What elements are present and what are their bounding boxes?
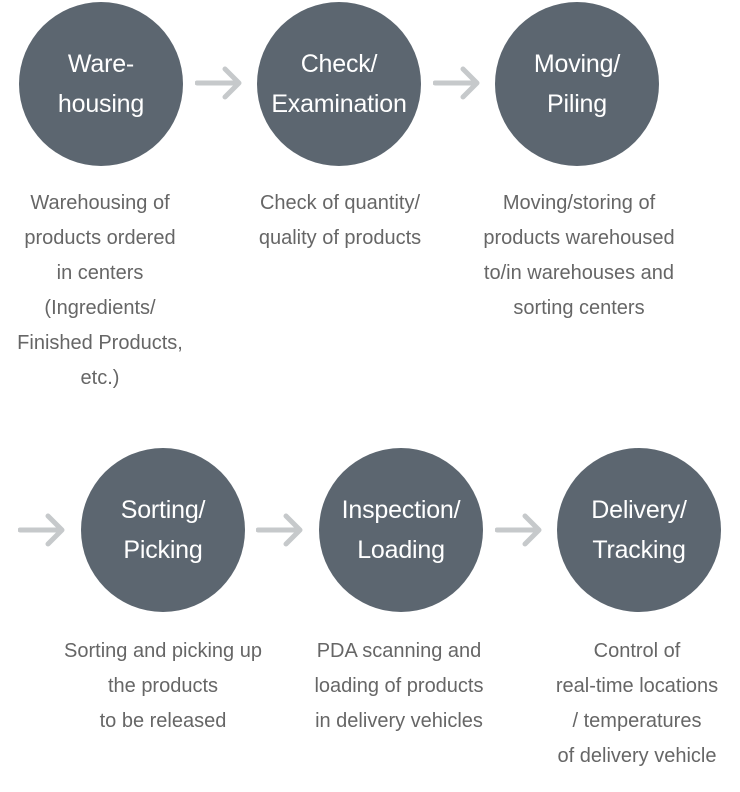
description-line: the products (107, 675, 219, 697)
step-description-sorting-picking: Sorting and picking up the products to b… (40, 634, 286, 739)
step-title-line: Moving/ (533, 50, 621, 78)
description-line: Finished Products, (17, 332, 183, 354)
step-circle-moving-piling: Moving/ Piling (495, 2, 659, 166)
description-line: to/in warehouses and (483, 262, 675, 284)
step-title-line: Piling (547, 90, 607, 118)
step-description-warehousing: Warehousing of products ordered in cente… (0, 186, 200, 396)
step-title-line: Tracking (592, 536, 686, 564)
step-title-line: Delivery/ (591, 496, 687, 524)
description-line: Moving/storing of (502, 192, 656, 214)
description-line: products warehoused (483, 227, 675, 249)
description-line: sorting centers (513, 297, 645, 319)
description-line: of delivery vehicle (557, 745, 717, 767)
description-line: products ordered (24, 227, 176, 249)
step-title-line: Check/ (300, 50, 378, 78)
right-arrow-icon (495, 513, 542, 547)
step-circle-warehousing: Ware- housing (19, 2, 183, 166)
description-line: Warehousing of (30, 192, 170, 214)
right-arrow-icon (433, 66, 480, 100)
description-line: Sorting and picking up (64, 640, 262, 662)
description-line: PDA scanning and (316, 640, 482, 662)
description-line: etc.) (80, 367, 120, 389)
step-title-line: Examination (271, 90, 407, 118)
step-description-inspection-loading: PDA scanning and loading of products in … (290, 634, 508, 739)
step-description-moving-piling: Moving/storing of products warehoused to… (466, 186, 692, 326)
right-arrow-icon (195, 66, 242, 100)
description-line: loading of products (314, 675, 484, 697)
step-circle-check-examination: Check/ Examination (257, 2, 421, 166)
step-title-line: housing (57, 90, 145, 118)
step-title-line: Inspection/ (341, 496, 461, 524)
step-title-line: Ware- (67, 50, 135, 78)
step-title-line: Loading (357, 536, 445, 564)
step-description-delivery-tracking: Control of real-time locations / tempera… (532, 634, 740, 774)
description-line: Control of (593, 640, 681, 662)
description-line: in centers (56, 262, 144, 284)
right-arrow-icon (18, 513, 65, 547)
description-line: Check of quantity/ (259, 192, 421, 214)
step-description-check-examination: Check of quantity/ quality of products (240, 186, 440, 256)
step-title-line: Picking (123, 536, 203, 564)
description-line: quality of products (258, 227, 422, 249)
right-arrow-icon (256, 513, 303, 547)
description-line: (Ingredients/ (44, 297, 156, 319)
step-title-line: Sorting/ (120, 496, 206, 524)
description-line: / temperatures (572, 710, 702, 732)
description-line: real-time locations (555, 675, 719, 697)
description-line: in delivery vehicles (315, 710, 483, 732)
step-circle-sorting-picking: Sorting/ Picking (81, 448, 245, 612)
step-circle-delivery-tracking: Delivery/ Tracking (557, 448, 721, 612)
step-circle-inspection-loading: Inspection/ Loading (319, 448, 483, 612)
description-line: to be released (99, 710, 227, 732)
